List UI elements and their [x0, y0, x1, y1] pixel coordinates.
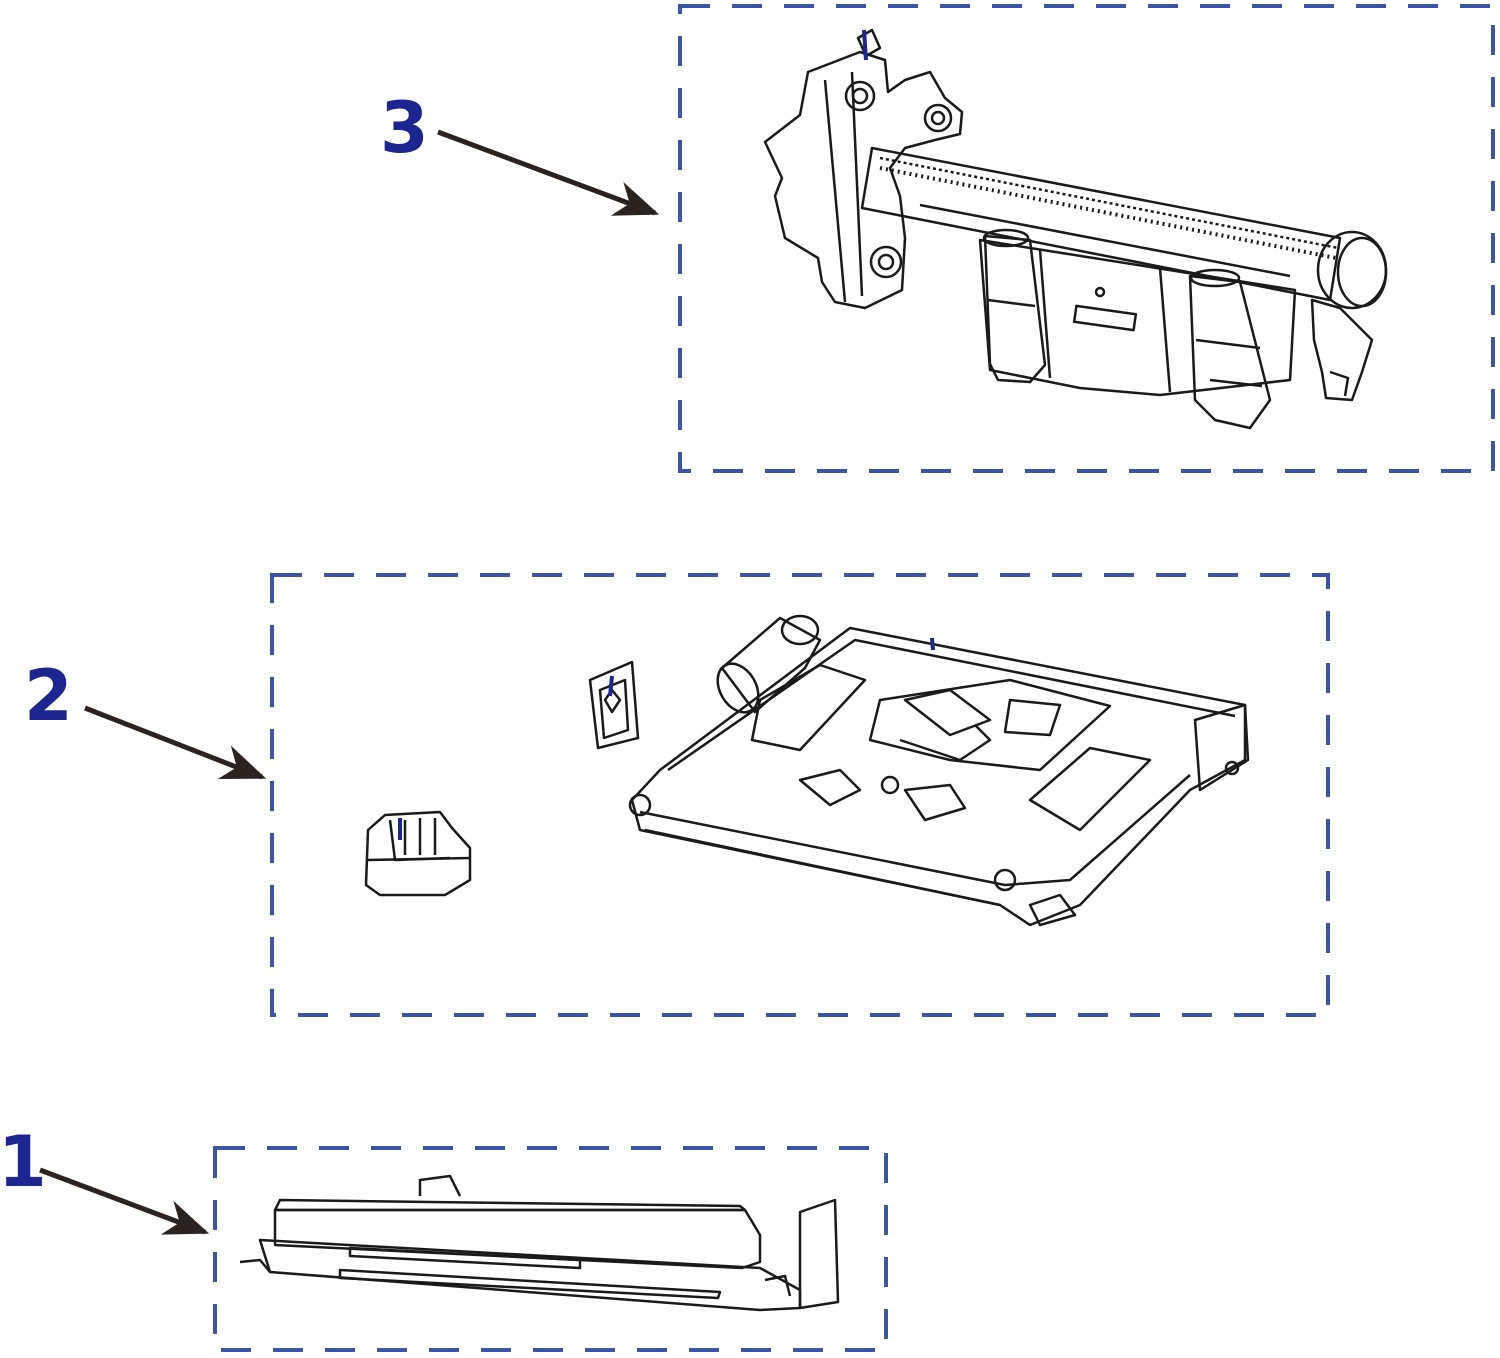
callout-1-arrow: [39, 1167, 210, 1235]
group-2: 2: [24, 573, 1330, 1017]
callout-2-label: 2: [24, 655, 73, 737]
group-1-frame: [213, 1146, 888, 1352]
printhead-assembly: [240, 1176, 838, 1310]
callout-1-label: 1: [0, 1121, 47, 1203]
group-2-frame: [270, 573, 1330, 1017]
sensor-clip: [590, 662, 638, 748]
callout-3-label: 3: [380, 87, 429, 169]
callout-3-arrow: [437, 129, 660, 216]
group-3: 3: [380, 4, 1495, 473]
platen-frame-assembly: [630, 616, 1248, 925]
group-1: 1: [0, 1121, 888, 1352]
roller-shaft-assembly: [765, 30, 1386, 428]
callout-2-arrow: [84, 705, 267, 780]
group-3-frame: [678, 4, 1495, 473]
connector-block: [366, 812, 470, 895]
